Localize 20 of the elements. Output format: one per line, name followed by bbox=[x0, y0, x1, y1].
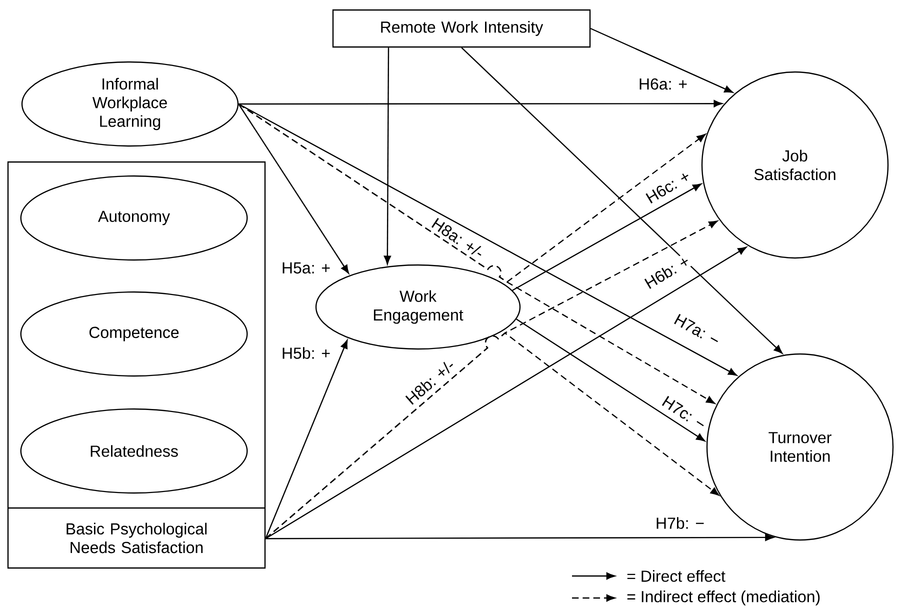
arrow bbox=[461, 47, 783, 354]
legend-text: = Indirect effect (mediation) bbox=[627, 590, 820, 606]
arrow bbox=[265, 340, 348, 539]
edge-label: H6c: + bbox=[642, 168, 694, 206]
variable-box: Remote Work Intensity bbox=[332, 9, 591, 48]
arrow bbox=[238, 104, 350, 274]
edge-label: H6b: + bbox=[641, 252, 693, 292]
edge-label: H7b: − bbox=[654, 516, 706, 530]
edge-label: H6a: + bbox=[637, 77, 689, 91]
edge-label: H8a: +/- bbox=[428, 214, 488, 262]
arrow bbox=[512, 183, 702, 291]
legend-text: = Direct effect bbox=[627, 570, 726, 582]
arrow bbox=[590, 28, 734, 93]
arrow bbox=[266, 534, 774, 541]
edge-label: H8b: +/- bbox=[402, 356, 458, 408]
arrow bbox=[238, 100, 722, 108]
arrow bbox=[384, 48, 391, 264]
edge-label: H7a: − bbox=[671, 311, 723, 349]
arrow bbox=[265, 332, 720, 540]
arrow bbox=[516, 318, 706, 442]
